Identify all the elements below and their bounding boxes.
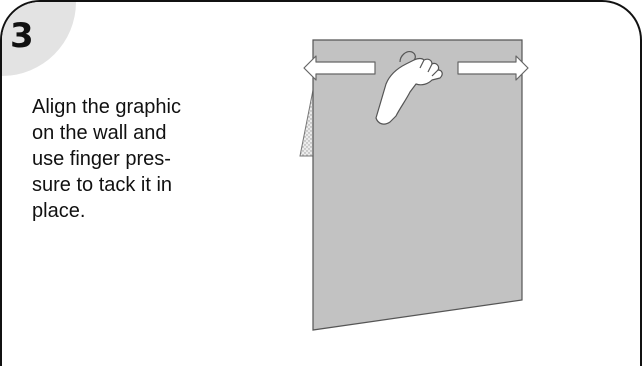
- instruction-text: Align the graphic on the wall and use fi…: [32, 94, 200, 224]
- mounting-illustration: [282, 22, 552, 352]
- backing-paper: [300, 90, 313, 156]
- step-badge: 3: [2, 2, 76, 76]
- step-number: 3: [10, 16, 34, 56]
